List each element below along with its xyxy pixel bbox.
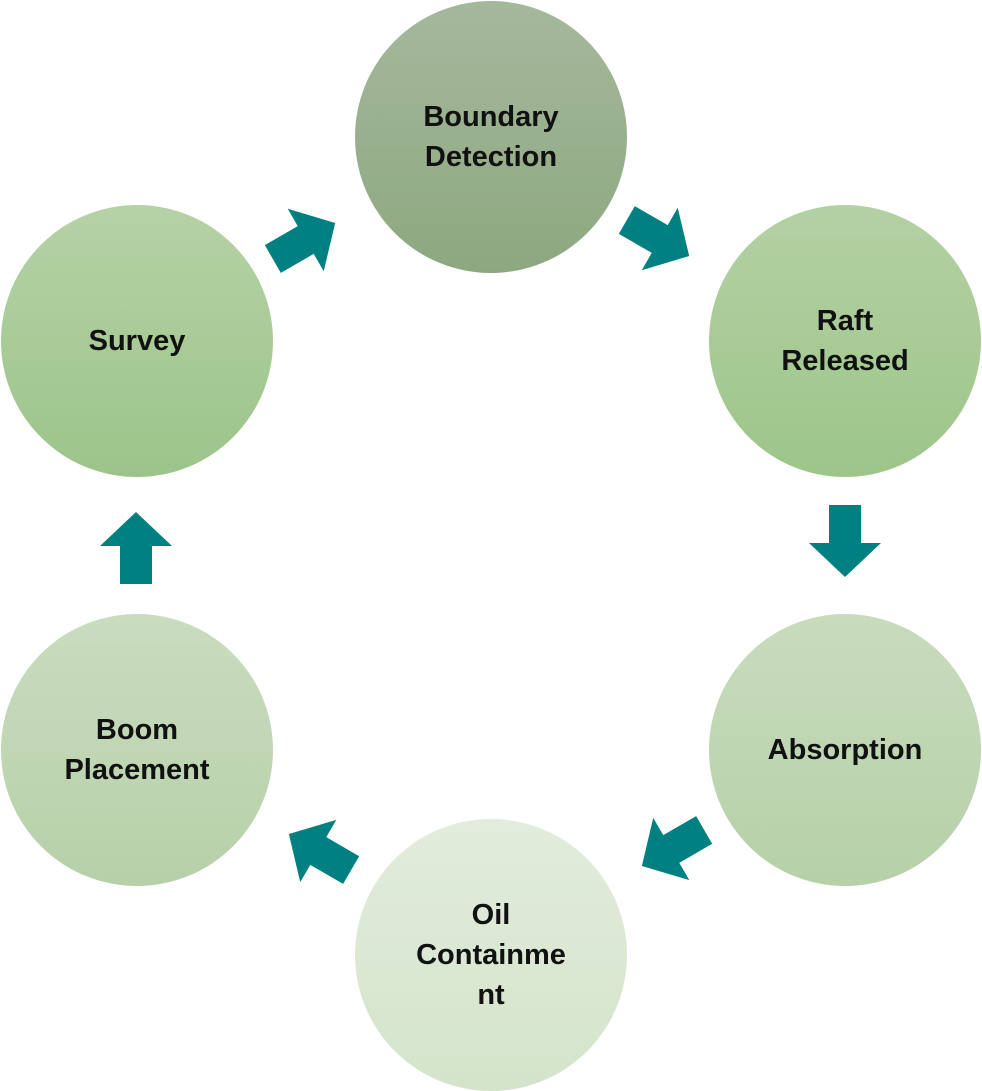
node-label-line: nt (477, 979, 505, 1011)
node-label-line: Placement (64, 754, 209, 786)
arrow-raft-released-to-absorption (809, 505, 881, 577)
node-circle-boundary-detection (355, 1, 627, 273)
node-circle-survey (1, 205, 273, 477)
node-circle-raft-released (709, 205, 981, 477)
arrow-survey-to-boundary-detection (264, 208, 336, 273)
arrow-oil-containment-to-boom-placement (288, 819, 360, 884)
node-label-line: Boom (96, 714, 178, 746)
node-label-line: Survey (89, 325, 186, 357)
arrow-boom-placement-to-survey (100, 512, 172, 584)
node-label-line: Released (781, 345, 908, 377)
node-label-line: Containme (416, 939, 566, 971)
node-survey: Survey (1, 205, 273, 477)
node-circle-absorption (709, 614, 981, 886)
arrow-absorption-to-oil-containment (641, 816, 713, 881)
arrows-layer (100, 206, 881, 884)
node-absorption: Absorption (709, 614, 981, 886)
node-label-line: Absorption (768, 734, 923, 766)
arrow-boundary-detection-to-raft-released (618, 206, 690, 271)
node-circle-oil-containment (355, 819, 627, 1091)
node-label-line: Oil (472, 899, 511, 931)
node-label-line: Detection (425, 141, 557, 173)
node-label-line: Raft (817, 305, 874, 337)
node-label-line: Boundary (423, 101, 558, 133)
node-circle-boom-placement (1, 614, 273, 886)
